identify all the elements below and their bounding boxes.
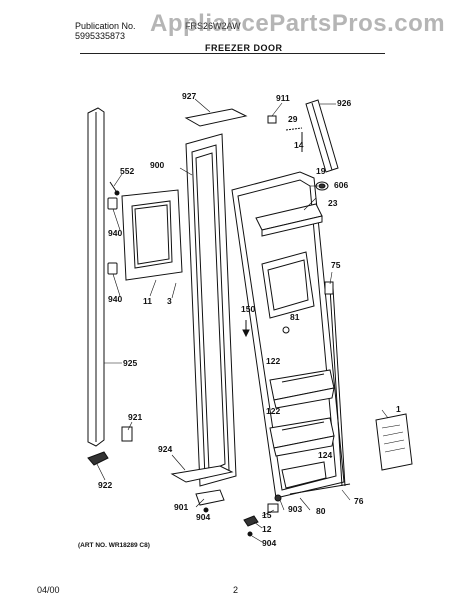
part-911 [267, 115, 277, 124]
callout-904-lower: 904 [262, 538, 276, 548]
callout-926: 926 [337, 98, 351, 108]
bin-122-upper [269, 369, 335, 409]
bin-124 [281, 461, 327, 489]
bar-75 [324, 281, 346, 487]
callout-12: 12 [262, 524, 272, 534]
callout-904-upper: 904 [196, 512, 210, 522]
bin-122-lower [269, 417, 335, 457]
callout-15: 15 [262, 510, 272, 520]
art-number: (ART NO. WR18289 C8) [78, 542, 150, 549]
bar-76 [289, 483, 351, 495]
watermark: AppliancePartsPros.com [150, 10, 446, 37]
callout-81: 81 [290, 312, 300, 322]
cap-901 [195, 489, 225, 506]
screw-904-upper [203, 507, 209, 513]
section-title: FREEZER DOOR [205, 43, 283, 53]
callout-29: 29 [288, 114, 298, 124]
callout-924: 924 [158, 444, 172, 454]
callout-940-lower: 940 [108, 294, 122, 304]
callout-552: 552 [120, 166, 134, 176]
footer-date: 04/00 [37, 585, 60, 595]
door-cap-927 [184, 108, 248, 127]
part-15 [267, 503, 279, 513]
callout-3: 3 [167, 296, 172, 306]
part-903 [274, 494, 282, 502]
part-12 [243, 515, 259, 527]
door-outer-900 [185, 133, 237, 487]
cap-940-lower [107, 262, 118, 275]
footer-page-number: 2 [233, 585, 239, 595]
callout-75: 75 [331, 260, 341, 270]
publication-label: Publication No. [75, 21, 136, 31]
callout-925: 925 [123, 358, 137, 368]
callout-11: 11 [143, 296, 152, 306]
shelf-23 [255, 203, 323, 237]
inner-liner [231, 171, 345, 499]
callout-150: 150 [241, 304, 255, 314]
callout-922: 922 [98, 480, 112, 490]
bracket-921 [121, 426, 133, 442]
publication-number: 5995335873 [75, 31, 126, 41]
door-panel-11 [121, 189, 183, 281]
model-number: FRS26W2AW [185, 21, 241, 31]
callout-927: 927 [182, 91, 196, 101]
callout-1: 1 [396, 404, 401, 414]
trim-926 [305, 99, 339, 173]
callout-921: 921 [128, 412, 142, 422]
callout-124: 124 [318, 450, 332, 460]
callout-80: 80 [316, 506, 326, 516]
cap-924 [170, 465, 234, 483]
door-trim-strip-925 [87, 107, 105, 447]
part-81 [282, 326, 290, 334]
part-150 [242, 320, 250, 338]
screw-904-lower [247, 531, 253, 537]
callout-122-upper: 122 [266, 356, 280, 366]
callout-76: 76 [354, 496, 364, 506]
callout-940-upper: 940 [108, 228, 122, 238]
spring-29 [285, 127, 303, 131]
callout-122-lower: 122 [266, 406, 280, 416]
callout-606: 606 [334, 180, 348, 190]
callout-23: 23 [328, 198, 338, 208]
callout-14: 14 [294, 140, 304, 150]
screw-552 [109, 181, 120, 196]
callout-901: 901 [174, 502, 188, 512]
leader-lines [96, 98, 389, 543]
callout-19: 19 [316, 166, 326, 176]
header-rule [80, 53, 385, 54]
hinge-922 [87, 451, 109, 466]
instruction-card-1 [375, 413, 413, 471]
callout-911: 911 [276, 93, 290, 103]
cap-940-upper [107, 197, 118, 210]
callout-900: 900 [150, 160, 164, 170]
callout-903: 903 [288, 504, 302, 514]
